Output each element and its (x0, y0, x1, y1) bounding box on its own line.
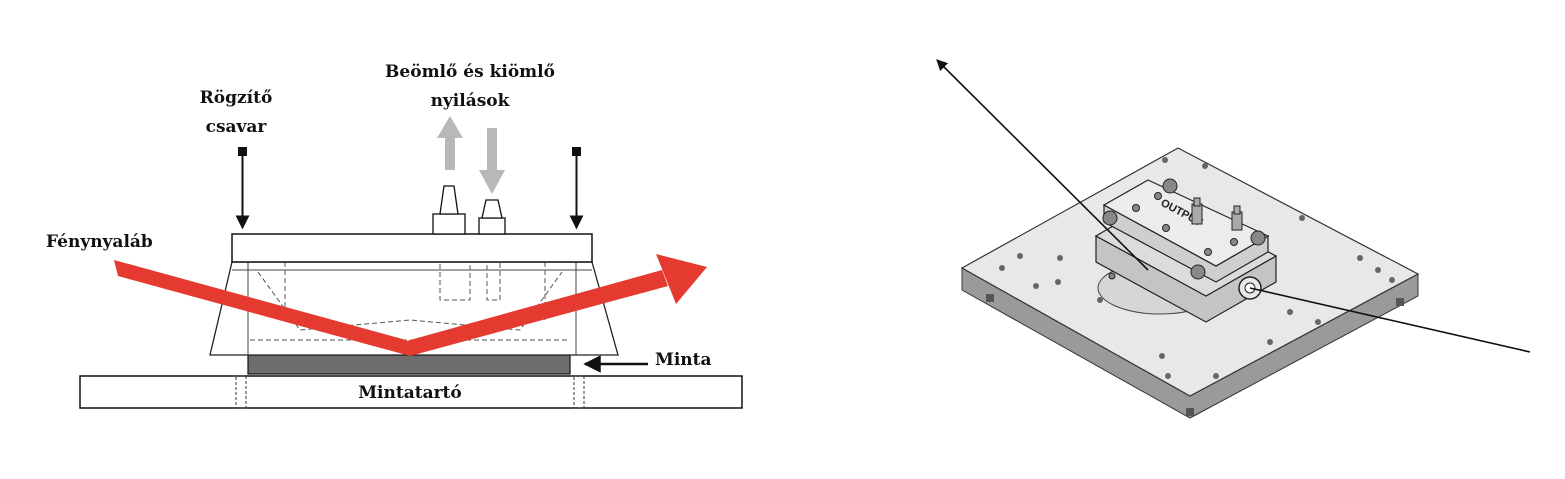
cross-section-diagram: Mintatartó (46, 62, 743, 409)
fixing-screw-label-line1: Rögzítő (200, 88, 273, 108)
sample-label: Minta (655, 350, 712, 370)
holder-label: Mintatartó (358, 383, 462, 403)
fixing-screw-label-line2: csavar (206, 117, 268, 137)
ports-label-line2: nyilások (431, 91, 511, 111)
beam-out-arrow (936, 59, 1149, 271)
beam-label: Fénynyaláb (46, 232, 153, 252)
beam-arrowhead-icon (656, 254, 707, 304)
outflow-arrow-icon (437, 116, 463, 170)
flow-arrows (437, 116, 505, 194)
ports-label-line1: Beömlő és kiömlő (385, 62, 555, 82)
beam-incident (114, 260, 410, 356)
base-plate-holes (999, 157, 1395, 379)
base-plate-feet (986, 294, 1404, 416)
sample-holder (79, 375, 743, 409)
light-beam (114, 254, 707, 356)
fixing-screw-right (569, 147, 584, 230)
device-3d-view: OUTPUT (936, 59, 1531, 419)
beam-in-line (1249, 287, 1531, 353)
cell-ports (1191, 197, 1243, 231)
fixing-screw-left (235, 147, 250, 230)
sample (247, 354, 571, 375)
outlet-port (432, 185, 466, 235)
inflow-arrow-icon (479, 128, 505, 194)
cover-block-top (1102, 179, 1270, 267)
holder-screw-holes (235, 375, 585, 409)
cover-plate (231, 233, 593, 263)
cell-screws (1102, 178, 1266, 280)
beam-reflected (403, 270, 668, 356)
inlet-port (478, 199, 506, 235)
